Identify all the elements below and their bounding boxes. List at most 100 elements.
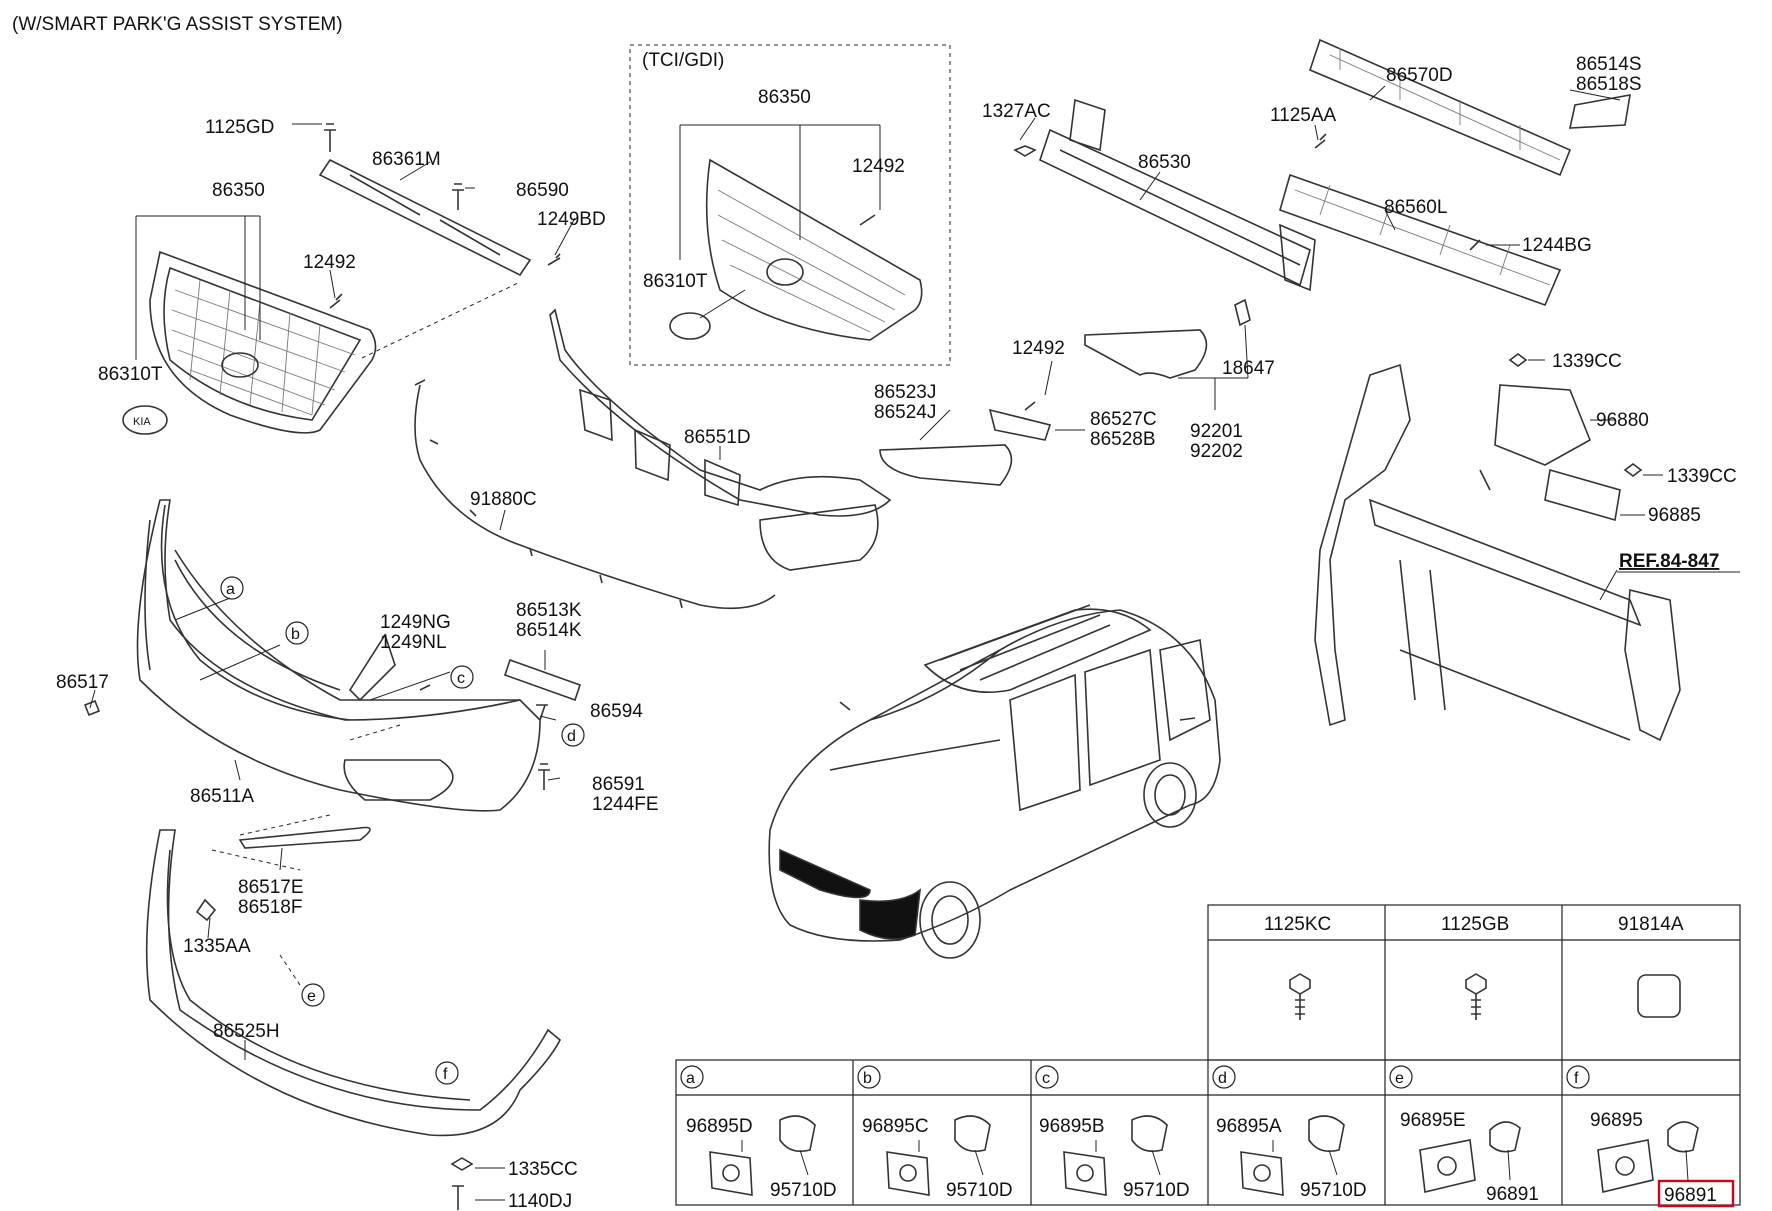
bumper-beam-icon xyxy=(1039,128,1311,287)
sensor-bracket-icon xyxy=(1063,1151,1107,1196)
svg-text:c: c xyxy=(457,670,465,687)
module-bracket-icon xyxy=(1544,468,1621,522)
screw-icon xyxy=(1024,401,1036,411)
sensor-bracket-icon xyxy=(1597,1139,1654,1193)
label-86523J: 86523J xyxy=(874,382,936,403)
label-96880: 96880 xyxy=(1596,410,1649,431)
reinforcement-assembly xyxy=(1013,38,1631,307)
absorber-upper-icon xyxy=(1309,38,1572,177)
lower-lip-assembly xyxy=(145,829,561,1210)
sensor-bracket-icon xyxy=(709,1151,753,1196)
sensor-cell-f: f 96895 96891 xyxy=(1566,1065,1735,1208)
callout-e: e xyxy=(301,983,325,1007)
label-86514S: 86514S xyxy=(1576,54,1642,75)
table-header-1125GB: 1125GB xyxy=(1441,914,1509,935)
label-1335CC: 1335CC xyxy=(508,1159,578,1180)
harness-part: 95710D xyxy=(770,1180,837,1201)
label-1140DJ: 1140DJ xyxy=(508,1191,572,1211)
clip-icon xyxy=(83,699,101,717)
garnish-icon xyxy=(238,826,371,849)
sensor-cell-d: d 96895A 95710D xyxy=(1212,1065,1367,1201)
reference-link[interactable]: REF.84-847 xyxy=(1619,551,1719,572)
label-86514K: 86514K xyxy=(516,620,582,641)
lower-lip-icon xyxy=(145,829,561,1137)
label-1125GD: 1125GD xyxy=(205,117,274,138)
sensor-icon xyxy=(1131,1115,1168,1153)
callout-a: a xyxy=(220,576,244,600)
sensor-table xyxy=(675,1059,1741,1206)
bolt-icon xyxy=(452,1185,464,1210)
svg-text:f: f xyxy=(443,1066,448,1083)
label-1249BD: 1249BD xyxy=(537,209,606,230)
sensor-part: 96895A xyxy=(1216,1116,1282,1137)
sensor-cell-c: c 96895B 95710D xyxy=(1035,1065,1190,1201)
lower-grille-icon xyxy=(549,308,892,517)
label-92201: 92201 xyxy=(1190,421,1243,442)
emblem-icon xyxy=(122,405,168,435)
harness-part: 95710D xyxy=(1300,1180,1367,1201)
screw-icon xyxy=(859,214,876,226)
label-1125AA: 1125AA xyxy=(1270,105,1337,126)
callout-b: b xyxy=(285,621,309,645)
label-86527C: 86527C xyxy=(1090,409,1157,430)
label-1339CC-mid: 1339CC xyxy=(1667,466,1737,487)
sensor-cell-a: a 96895D 95710D xyxy=(680,1065,837,1201)
svg-text:b: b xyxy=(291,626,300,643)
label-1335AA: 1335AA xyxy=(183,936,251,957)
sensor-bracket-icon xyxy=(886,1151,930,1196)
table-header-91814A: 91814A xyxy=(1618,914,1684,935)
label-86560L: 86560L xyxy=(1384,197,1447,218)
sensor-bracket-icon xyxy=(1419,1139,1476,1193)
label-86517E: 86517E xyxy=(238,877,304,898)
grille-bracket-icon xyxy=(318,158,532,277)
lower-grille-assembly xyxy=(549,308,892,571)
bolt-1125GB-icon xyxy=(1465,973,1487,1020)
label-92202: 92202 xyxy=(1190,441,1243,462)
carrier-assembly xyxy=(1314,353,1681,742)
highlighted-harness-part: 96891 xyxy=(1664,1185,1717,1206)
fog-lamp-assembly xyxy=(879,298,1251,486)
bolt-icon xyxy=(324,123,336,152)
harness-part: 95710D xyxy=(1123,1180,1190,1201)
label-86524J: 86524J xyxy=(874,402,936,423)
bolt-1125KC-icon xyxy=(1289,973,1311,1020)
fog-lamp-highlight-icon xyxy=(859,888,921,940)
nut-icon xyxy=(1623,463,1643,477)
clip-icon xyxy=(536,704,548,721)
svg-text:f: f xyxy=(1574,1070,1579,1087)
carrier-right-icon xyxy=(1624,588,1681,742)
sensor-icon xyxy=(779,1115,816,1153)
nut-icon xyxy=(1508,353,1528,367)
sensor-cell-e: e 96895E 96891 xyxy=(1389,1065,1539,1205)
fog-lamp-icon xyxy=(1084,329,1208,379)
svg-text:a: a xyxy=(686,1070,695,1087)
label-86361M: 86361M xyxy=(372,149,441,170)
carrier-left-icon xyxy=(1314,363,1411,727)
sensor-wiring-harness xyxy=(414,379,776,610)
svg-text:b: b xyxy=(863,1070,872,1087)
svg-text:e: e xyxy=(1395,1070,1404,1087)
label-12492: 12492 xyxy=(303,252,356,273)
label-1249NG: 1249NG xyxy=(380,612,451,633)
label-86517: 86517 xyxy=(56,672,109,693)
sensor-cell-b: b 96895C 95710D xyxy=(857,1065,1013,1201)
label-1244FE: 1244FE xyxy=(592,794,659,815)
fog-opening-icon xyxy=(343,759,454,801)
emblem-icon xyxy=(669,312,711,340)
svg-text:d: d xyxy=(567,728,576,745)
label-86511A: 86511A xyxy=(190,786,254,807)
callout-d: d xyxy=(561,723,585,747)
sensor-icon xyxy=(1489,1121,1521,1153)
carrier-beam-icon xyxy=(1368,498,1642,627)
sensor-part: 96895D xyxy=(686,1116,753,1137)
sensor-part: 96895 xyxy=(1590,1110,1643,1131)
front-wheel-icon xyxy=(919,881,981,959)
label-86528B: 86528B xyxy=(1090,429,1156,450)
clip-icon xyxy=(452,183,464,210)
svg-text:KIA: KIA xyxy=(133,416,151,428)
label-86591: 86591 xyxy=(592,774,645,795)
bumper-cover-icon xyxy=(136,499,541,812)
label-1249NL: 1249NL xyxy=(380,632,447,653)
label-86518S: 86518S xyxy=(1576,74,1642,95)
